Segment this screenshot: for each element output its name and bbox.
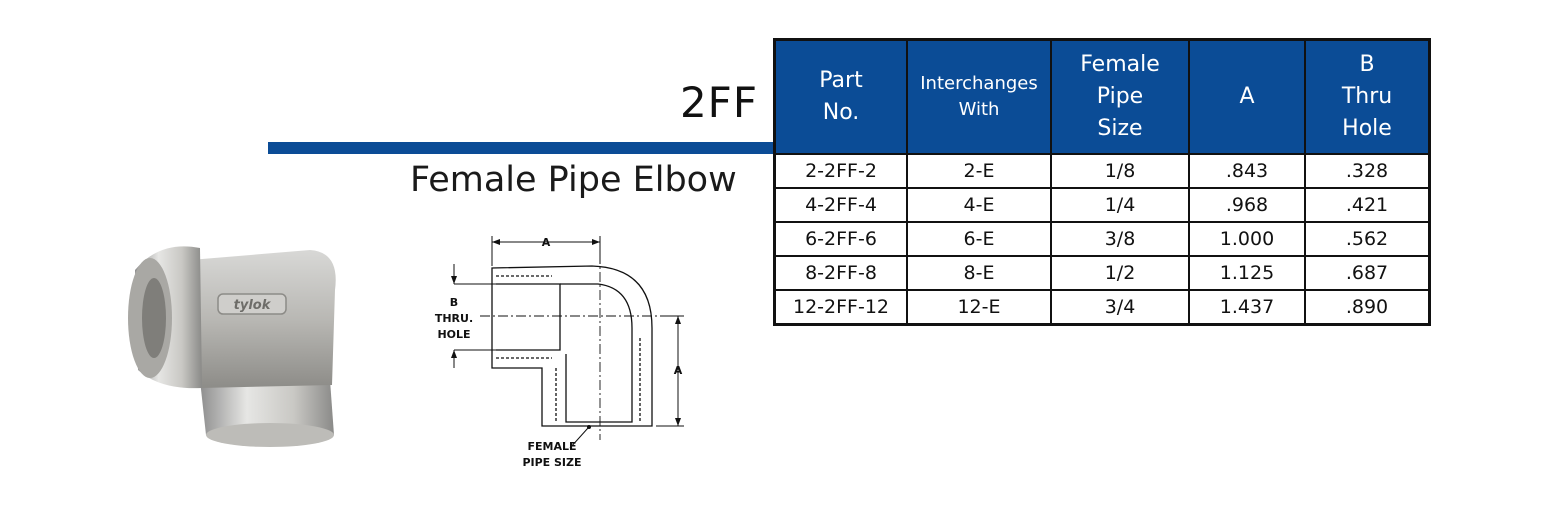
cell-part-no: 6-2FF-6 — [773, 221, 908, 257]
female-pipe-size-label-1: FEMALE — [527, 440, 576, 453]
product-code-title: 2FF — [679, 78, 758, 127]
cell-interchanges: 8-E — [906, 255, 1052, 291]
table-row: 2-2FF-2 2-E 1/8 .843 .328 — [773, 153, 1431, 189]
cell-pipe-size: 3/8 — [1050, 221, 1190, 257]
cross-section-diagram: A A B THRU. HOLE FEMALE PIPE SIZE — [435, 236, 684, 469]
cell-a: 1.000 — [1188, 221, 1306, 257]
cell-interchanges: 12-E — [906, 289, 1052, 326]
title-rule-bar — [268, 142, 788, 154]
cell-b: .328 — [1304, 153, 1431, 189]
header-interchanges-with: Interchanges With — [906, 38, 1052, 155]
cell-a: .968 — [1188, 187, 1306, 223]
cell-a: 1.437 — [1188, 289, 1306, 326]
female-pipe-size-label-2: PIPE SIZE — [522, 456, 581, 469]
cell-pipe-size: 1/4 — [1050, 187, 1190, 223]
cell-pipe-size: 1/2 — [1050, 255, 1190, 291]
cell-b: .562 — [1304, 221, 1431, 257]
cell-pipe-size: 3/4 — [1050, 289, 1190, 326]
specification-table: Part No. Interchanges With Female Pipe S… — [773, 38, 1431, 326]
header-a: A — [1188, 38, 1306, 155]
header-b-thru-hole: B Thru Hole — [1304, 38, 1431, 155]
cell-part-no: 8-2FF-8 — [773, 255, 908, 291]
dimension-a-top-label: A — [542, 236, 551, 249]
cell-b: .421 — [1304, 187, 1431, 223]
table-row: 6-2FF-6 6-E 3/8 1.000 .562 — [773, 221, 1431, 257]
table-header-row: Part No. Interchanges With Female Pipe S… — [773, 38, 1431, 155]
cell-pipe-size: 1/8 — [1050, 153, 1190, 189]
cell-interchanges: 6-E — [906, 221, 1052, 257]
b-thru-hole-label-1: B — [450, 296, 458, 309]
cell-a: 1.125 — [1188, 255, 1306, 291]
product-name: Female Pipe Elbow — [410, 160, 737, 200]
cell-a: .843 — [1188, 153, 1306, 189]
cell-b: .890 — [1304, 289, 1431, 326]
dimension-a-side-label: A — [674, 364, 683, 377]
b-thru-hole-label-3: HOLE — [437, 328, 470, 341]
cell-part-no: 4-2FF-4 — [773, 187, 908, 223]
cell-interchanges: 4-E — [906, 187, 1052, 223]
fitting-logo: tylok — [234, 298, 272, 313]
table-row: 4-2FF-4 4-E 1/4 .968 .421 — [773, 187, 1431, 223]
cell-interchanges: 2-E — [906, 153, 1052, 189]
header-part-no: Part No. — [773, 38, 908, 155]
table-row: 12-2FF-12 12-E 3/4 1.437 .890 — [773, 289, 1431, 326]
table-row: 8-2FF-8 8-E 1/2 1.125 .687 — [773, 255, 1431, 291]
cell-part-no: 2-2FF-2 — [773, 153, 908, 189]
cell-part-no: 12-2FF-12 — [773, 289, 908, 326]
cell-b: .687 — [1304, 255, 1431, 291]
product-photo: tylok — [128, 246, 336, 447]
b-thru-hole-label-2: THRU. — [435, 312, 473, 325]
header-female-pipe-size: Female Pipe Size — [1050, 38, 1190, 155]
